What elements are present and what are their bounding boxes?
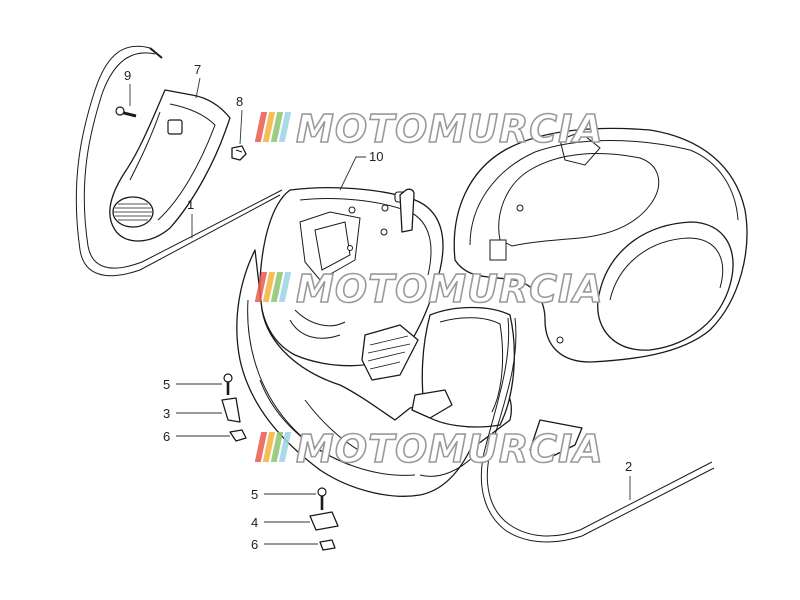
callout-7[interactable]: 7 [194, 62, 201, 99]
callout-10[interactable]: 10 [339, 149, 383, 191]
watermark-stripe [270, 272, 284, 302]
cover-plate-part-4[interactable] [309, 511, 339, 531]
callout-label: 2 [625, 459, 632, 474]
callout-label: 6 [251, 537, 258, 552]
callout-6-lower[interactable]: 6 [251, 537, 318, 552]
watermark-layer: MOTOMURCIA MOTOMURCIA MOTOMURCIA [254, 106, 604, 472]
callout-5-upper[interactable]: 5 [163, 377, 222, 392]
fastener-set-lower[interactable] [309, 487, 339, 551]
watermark-text: MOTOMURCIA [296, 427, 604, 471]
screw-part-9[interactable] [115, 106, 137, 118]
callout-label: 5 [251, 487, 258, 502]
callout-label: 8 [236, 94, 243, 109]
side-body-shell[interactable] [453, 127, 748, 363]
callout-label: 9 [124, 68, 131, 83]
bracket-part-3[interactable] [221, 397, 241, 423]
watermark-bottom: MOTOMURCIA [254, 426, 604, 472]
watermark-stripe [270, 432, 284, 462]
screw-part-5-lower[interactable] [317, 487, 327, 510]
callout-2[interactable]: 2 [625, 459, 632, 500]
nut-clip-part-6-upper[interactable] [229, 429, 247, 442]
trim-strip-part-1[interactable] [75, 45, 283, 277]
watermark-stripe [254, 112, 268, 142]
front-shield-body[interactable] [236, 187, 583, 497]
callout-6-upper[interactable]: 6 [163, 429, 230, 444]
fastener-set-upper[interactable] [221, 373, 247, 442]
watermark-stripe [254, 432, 268, 462]
watermark-stripe [278, 272, 292, 302]
watermark-stripe [262, 112, 276, 142]
callout-1[interactable]: 1 [187, 197, 194, 238]
clip-part-8[interactable] [231, 145, 247, 161]
callout-9[interactable]: 9 [124, 68, 131, 106]
callout-label: 6 [163, 429, 170, 444]
callout-label: 1 [187, 197, 194, 212]
callout-label: 10 [369, 149, 383, 164]
watermark-stripe [262, 272, 276, 302]
callout-label: 7 [194, 62, 201, 77]
watermark-text: MOTOMURCIA [296, 267, 604, 311]
callout-label: 4 [251, 515, 258, 530]
callout-3[interactable]: 3 [163, 406, 222, 421]
watermark-stripe [278, 112, 292, 142]
callout-4[interactable]: 4 [251, 515, 310, 530]
horn-cover-part-7[interactable] [109, 89, 231, 242]
watermark-middle: MOTOMURCIA [254, 266, 604, 312]
watermark-stripe [254, 272, 268, 302]
callout-5-lower[interactable]: 5 [251, 487, 316, 502]
callout-8[interactable]: 8 [236, 94, 243, 145]
watermark-text: MOTOMURCIA [296, 107, 604, 151]
screw-part-5-upper[interactable] [223, 373, 233, 395]
trim-strip-part-2[interactable] [480, 317, 715, 543]
watermark-stripe [270, 112, 284, 142]
callout-label: 3 [163, 406, 170, 421]
callout-label: 5 [163, 377, 170, 392]
watermark-stripe [278, 432, 292, 462]
nut-clip-part-6-lower[interactable] [319, 539, 336, 551]
watermark-stripe [262, 432, 276, 462]
watermark-top: MOTOMURCIA [254, 106, 604, 152]
